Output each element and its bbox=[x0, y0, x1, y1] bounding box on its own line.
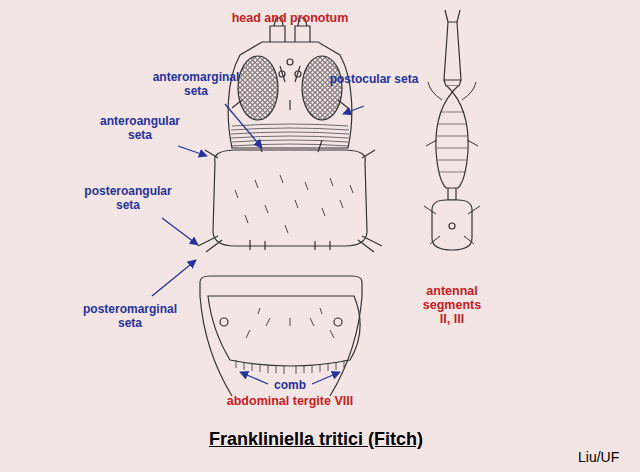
antenna bbox=[424, 10, 480, 250]
figure-heading: abdominal tergite VIII bbox=[200, 394, 380, 408]
part-label: comb bbox=[265, 378, 315, 392]
abdominal-tergite bbox=[200, 276, 362, 396]
leader-lines bbox=[152, 104, 364, 384]
figure-heading: antennal segments II, III bbox=[419, 284, 485, 326]
species-title: Frankliniella tritici (Fitch) bbox=[209, 428, 423, 450]
figure-heading: head and pronotum bbox=[210, 11, 370, 25]
seta-label: anteromarginal seta bbox=[146, 70, 246, 98]
seta-label: postocular seta bbox=[329, 72, 419, 86]
seta-label: posteromarginal seta bbox=[75, 302, 185, 330]
credit-text: Liu/UF bbox=[578, 450, 619, 464]
pronotum bbox=[198, 140, 382, 252]
seta-label: posteroangular seta bbox=[78, 184, 178, 212]
seta-label: anteroangular seta bbox=[90, 114, 190, 142]
